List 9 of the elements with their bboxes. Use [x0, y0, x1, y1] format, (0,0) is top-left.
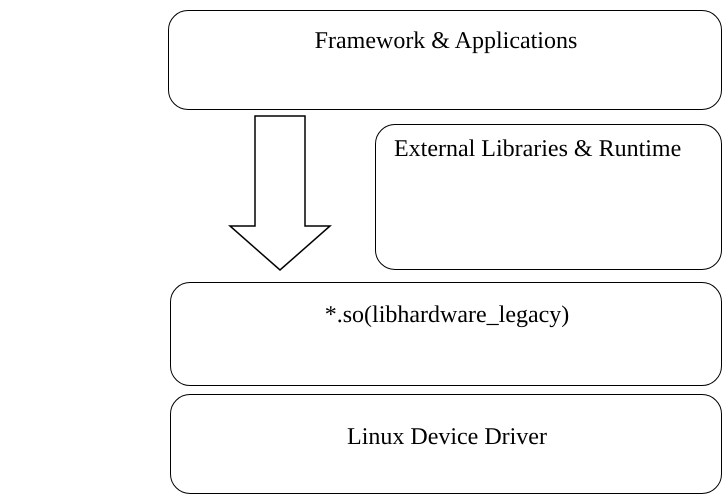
layer-box [375, 124, 722, 270]
block-arrow [228, 115, 332, 271]
layer-box [170, 394, 722, 494]
layer-box [170, 282, 722, 386]
layer-label: External Libraries & Runtime [394, 135, 682, 164]
layer-box [168, 10, 722, 110]
layer-label: Linux Device Driver [346, 423, 548, 452]
layer-label: *.so(libhardware_legacy) [324, 301, 570, 330]
layer-label: Framework & Applications [314, 27, 578, 56]
